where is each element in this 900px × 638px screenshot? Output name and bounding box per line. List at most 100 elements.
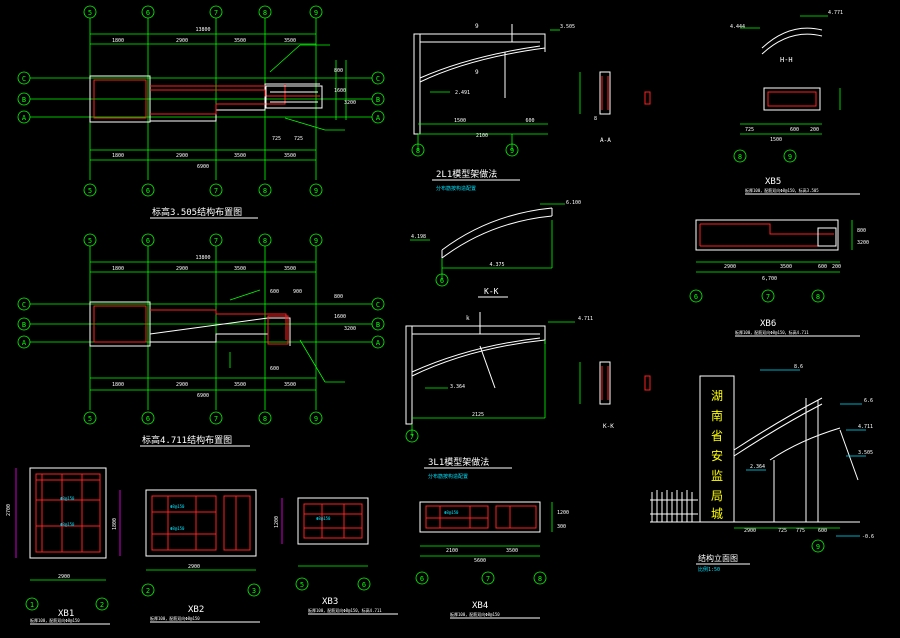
xb6-note: 板厚100，配筋双向Φ8@150，标高4.711 [735,329,809,335]
xb2-rebar-2: Φ8@150 [170,526,185,531]
elev-level-6: -0.6 [862,534,874,540]
plan2-axis-8: 8 [263,237,267,245]
xb4-dim-2: 3500 [506,548,518,554]
xb6-dim-3: 600 [818,264,827,270]
plan2-bspan-3: 3500 [234,382,246,388]
elev-dim-4: 600 [818,528,827,534]
xb4-dim-1: 2100 [446,548,458,554]
elevation-subtitle: 比例1:50 [698,566,720,573]
plan2-span-4: 3500 [284,266,296,272]
sign-char-4: 安 [711,448,723,463]
plan1-axis-7-bottom: 7 [214,187,218,195]
plan1-bspan-4: 3500 [284,153,296,159]
xb4-axis-7: 7 [486,575,490,583]
xb2-dim: 2900 [188,564,200,570]
sec2l1-mark: 9 [475,23,479,30]
plan1-span-2: 2900 [176,38,188,44]
plan1-axis-C-right: C [376,75,380,83]
plan2-overall-dim: 13800 [195,255,210,261]
plan2-axis-8-bottom: 8 [263,415,267,423]
xb1-rebar-1: Φ8@150 [60,496,75,501]
hh-dim-3: 200 [810,127,819,133]
hh-dim-2: 600 [790,127,799,133]
plan1-axis-6-bottom: 6 [146,187,150,195]
xb4-rebar: Φ8@150 [444,510,459,515]
plan1-bottom-total: 6900 [197,164,209,170]
plan2-title: 标高4.711结构布置图 [142,434,232,446]
sec3l1-note: 分布筋按构造配置 [428,473,468,480]
xb1-plan: 1 2 2900 2700 Φ8@150 Φ8@150 [6,467,109,611]
plan2-span-2: 2900 [176,266,188,272]
elev-level-4: 3.505 [858,450,873,456]
elevation-title: 结构立面图 [698,553,738,563]
xb4-plan: 2100 3500 5600 1200 300 Φ8@150 6 7 8 [415,501,569,585]
plan1-right-dim-1: 800 [334,68,343,74]
plan1-axis-5: 5 [88,9,92,17]
xb3-rebar: Φ8@150 [316,516,331,521]
plan2-inner-dim-1: 600 [270,289,279,295]
sec2l1-elev-low: 2.491 [455,90,470,96]
section-3l1: 7 4.711 3.364 2125 k K-K [405,312,651,443]
plan1-axis-6: 6 [146,9,150,17]
elev-level-2: 6.6 [864,398,873,404]
plan1-span-3: 3500 [234,38,246,44]
plan2-axis-9: 9 [314,237,318,245]
xb3-axis-6: 6 [362,581,366,589]
plan1-axis-C: C [22,75,26,83]
xb3-plan: 5 6 1200 Φ8@150 [274,497,371,591]
hh-elev: 4.771 [828,10,843,16]
xb3-title: XB3 [322,597,338,607]
hh-total: 1500 [770,137,782,143]
plan2-span-3: 3500 [234,266,246,272]
xb1-dim-h: 2700 [6,504,12,516]
plan1-axis-A-right: A [376,114,381,122]
plan-4711 [30,246,372,410]
elev-level-3: 4.711 [858,424,873,430]
sec2l1-axis-8: 8 [416,147,420,155]
xb2-plan: 2 3 2900 1800 Φ8@150 Φ8@150 [112,489,261,597]
xb2-dim-h: 1800 [112,518,118,530]
plan2-axis-6: 6 [146,237,150,245]
plan1-axis-9: 9 [314,9,318,17]
plan1-axis-B-right: B [376,96,380,104]
xb6-total: 6,700 [762,276,777,282]
xb4-total: 5600 [474,558,486,564]
xb3-axis-5: 5 [300,581,304,589]
plan1-overall-dim: 13800 [195,27,210,33]
plan1-axis-9-bottom: 9 [314,187,318,195]
sec2l1-elev-top: 3.505 [560,24,575,30]
xb2-rebar-1: Φ8@150 [170,504,185,509]
xb1-dim-w: 2900 [58,574,70,580]
seckk-title: K-K [484,287,499,296]
xb1-note: 板厚100，配筋双向Φ8@150 [30,617,80,623]
plan2-right-dim-2: 1600 [334,314,346,320]
plan1-span-1: 1800 [112,38,124,44]
xb6-axis-7: 7 [766,293,770,301]
plan1-right-dim-3: 3200 [344,100,356,106]
sign-char-2: 南 [711,408,723,423]
xb6-axis-6: 6 [694,293,698,301]
xb2-note: 板厚100，配筋双向Φ8@150 [150,615,200,621]
sec2l1-mark-2: 9 [475,69,479,76]
sec2l1-cut-dim: 8 [594,116,597,122]
section-2l1: 8 9 3.505 2.491 1500 600 2100 9 9 A-A 8 [411,23,651,157]
hh-elev-2: 4.444 [730,24,745,30]
sec2l1-title: 2L1模型架做法 [436,168,497,180]
sign-char-6: 局 [711,489,723,503]
plan2-right-dim-1: 800 [334,294,343,300]
plan2-axis-B-right: B [376,321,380,329]
sign-char-5: 监 [711,469,723,483]
elev-dim-3: 775 [796,528,805,534]
xb6-title: XB6 [760,319,776,329]
seckk-elev-low: 4.198 [411,234,426,240]
plan1-axis-bubbles: 5 6 7 8 9 5 6 7 8 9 C B A C B A [17,5,385,197]
sec3l1-dim: 2125 [472,412,484,418]
sign-char-3: 省 [711,429,723,443]
xb6-dim-4: 200 [832,264,841,270]
plan1-axis-5-bottom: 5 [88,187,92,195]
xb6-plan: 2900 3500 600 200 6,700 800 3200 6 7 8 [689,219,869,303]
xb2-title: XB2 [188,605,204,615]
xb5-note: 板厚100，配筋双向Φ8@150，标高3.505 [745,187,819,193]
plan2-bspan-2: 2900 [176,382,188,388]
sec3l1-elev-low: 3.364 [450,384,465,390]
